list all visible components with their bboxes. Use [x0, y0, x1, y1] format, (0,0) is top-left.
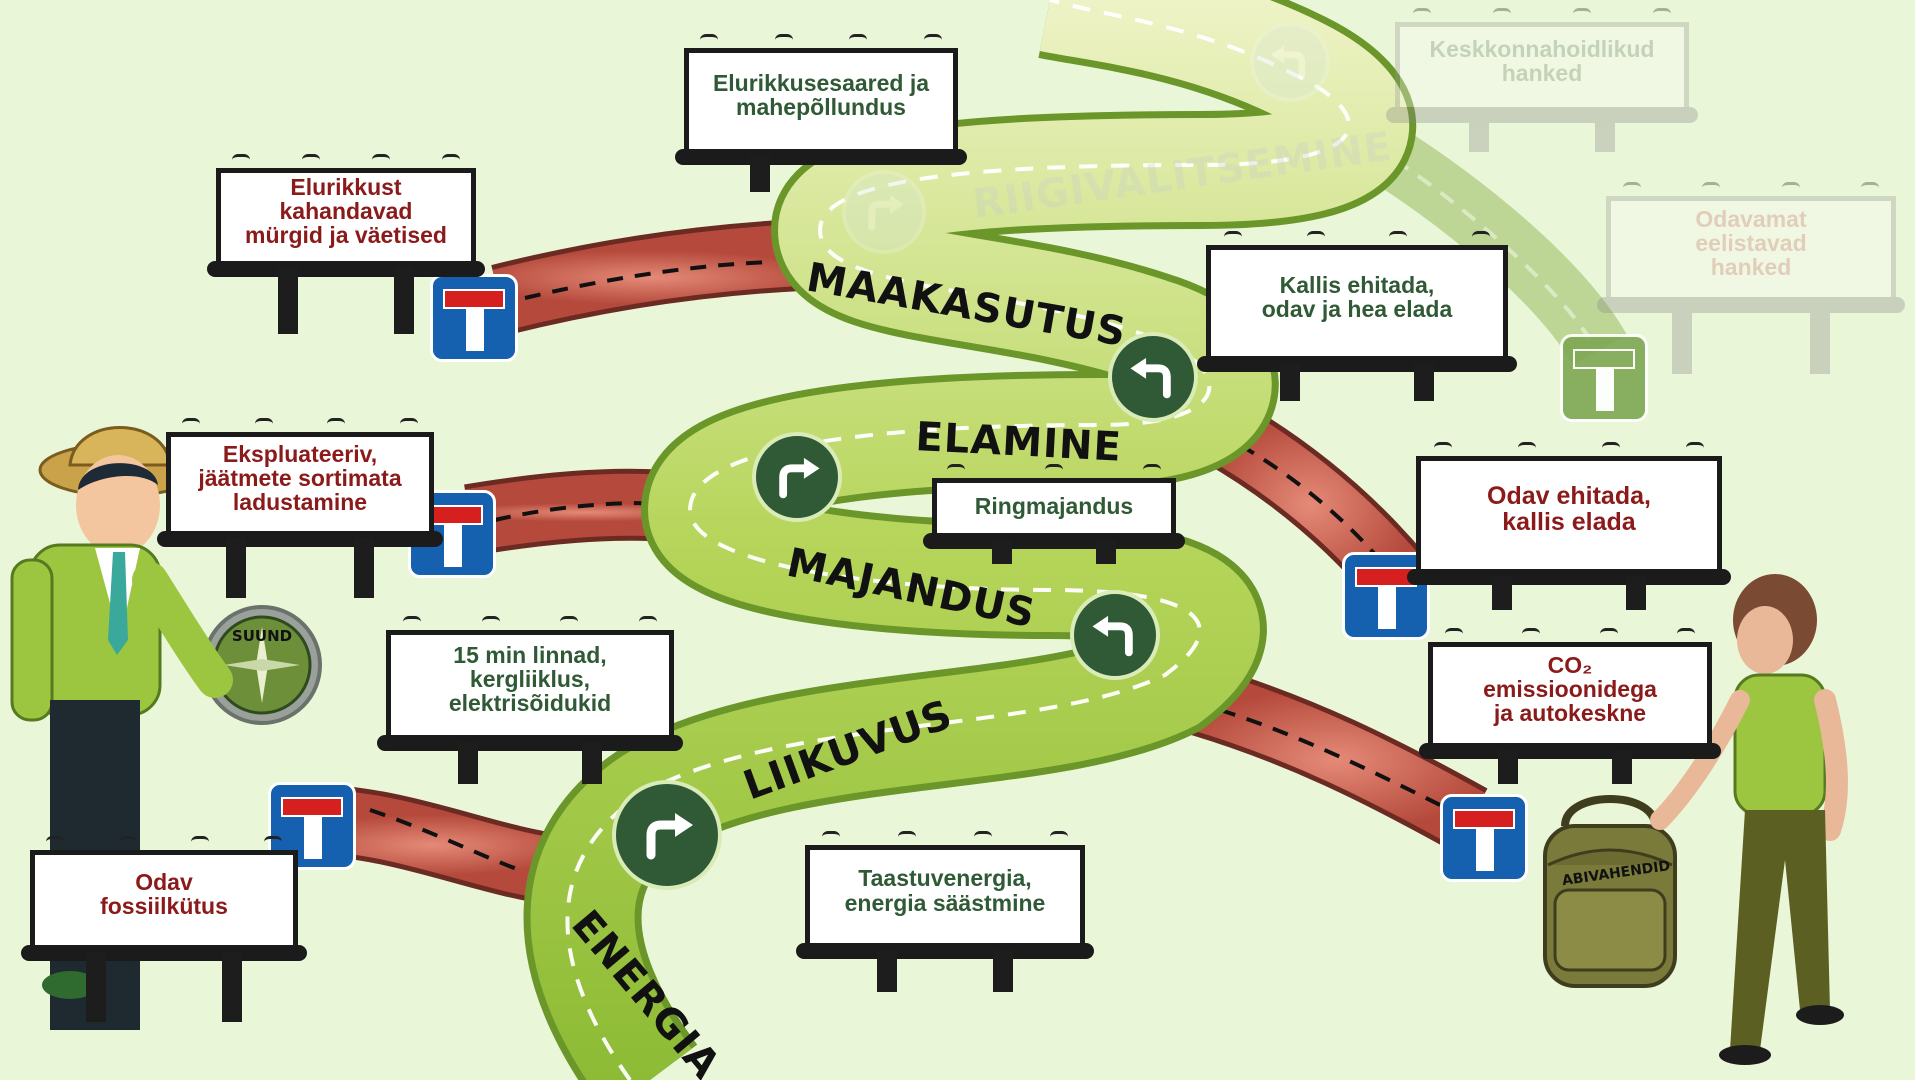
billboard-bad-maakasutus: Elurikkust kahandavad mürgid ja väetised [207, 154, 485, 334]
turn-right-sign [752, 432, 842, 522]
billboard-good-liikuvus: 15 min linnad, kergliiklus, elektrisõidu… [377, 616, 683, 784]
billboard-good-maakasutus: Elurikkusesaared ja mahepõllundus [675, 34, 967, 192]
billboard-text: Odav fossiilkütus [100, 868, 228, 919]
person-traveler [1650, 574, 1848, 1065]
billboard-bad-riigivalitsemine: Odavamat eelistavad hanked [1597, 182, 1905, 374]
billboard-text: Elurikkusesaared ja mahepõllundus [712, 69, 930, 120]
turn-left-arrow-icon [1092, 615, 1133, 657]
turn-left-sign [1070, 590, 1160, 680]
billboard-bad-majandus: Ekspluateeriv, jäätmete sortimata ladust… [157, 418, 443, 598]
turn-right-arrow-icon [868, 195, 904, 231]
dead-end-sign-icon [1560, 334, 1648, 422]
turn-right-sign [842, 170, 926, 254]
turn-left-sign [1108, 332, 1198, 422]
compass-label: SUUND [232, 627, 292, 645]
billboard-good-riigivalitsemine: Keskkonnahoidlikud hanked [1386, 8, 1698, 152]
billboard-text: Odav ehitada, kallis elada [1487, 481, 1651, 536]
backpack-icon: ABIVAHENDID [1543, 795, 1677, 988]
billboard-good-elamine: Kallis ehitada, odav ja hea elada [1197, 231, 1517, 401]
billboard-text: Keskkonnahoidlikud hanked [1429, 35, 1655, 86]
billboard-text: Kallis ehitada, odav ja hea elada [1261, 271, 1453, 322]
turn-left-arrow-icon [1270, 45, 1306, 80]
billboard-bad-liikuvus: CO₂ emissioonidega ja autokeskne [1419, 628, 1721, 784]
billboard-text: 15 min linnad, kergliiklus, elektrisõidu… [448, 641, 612, 717]
billboard-good-energia: Taastuvenergia, energia säästmine [796, 831, 1094, 992]
turn-right-arrow-icon [646, 813, 693, 860]
billboard-text: Taastuvenergia, energia säästmine [844, 865, 1046, 916]
billboard-bad-energia: Odav fossiilkütus [21, 836, 307, 1022]
turn-left-sign [1250, 22, 1330, 102]
turn-right-arrow-icon [779, 457, 820, 499]
billboard-bad-elamine: Odav ehitada, kallis elada [1407, 442, 1731, 610]
billboard-good-majandus: Ringmajandus [923, 464, 1185, 564]
billboard-text: Odavamat eelistavad hanked [1695, 205, 1807, 281]
billboard-text: CO₂ emissioonidega ja autokeskne [1483, 651, 1657, 727]
compass-icon: SUUND [202, 605, 322, 725]
dead-end-sign-icon [430, 274, 518, 362]
billboard-text: Ringmajandus [974, 492, 1134, 519]
main-road [523, 0, 1416, 1080]
turn-left-arrow-icon [1130, 357, 1171, 399]
road-label-elamine: ELAMINE [914, 414, 1122, 471]
dead-end-sign-icon [1342, 552, 1430, 640]
turn-right-sign [612, 780, 722, 890]
dead-end-sign-icon [268, 782, 356, 870]
dead-end-sign-icon [1440, 794, 1528, 882]
billboard-text: Elurikkust kahandavad mürgid ja väetised [245, 173, 447, 249]
billboard-text: Ekspluateeriv, jäätmete sortimata ladust… [198, 440, 402, 516]
